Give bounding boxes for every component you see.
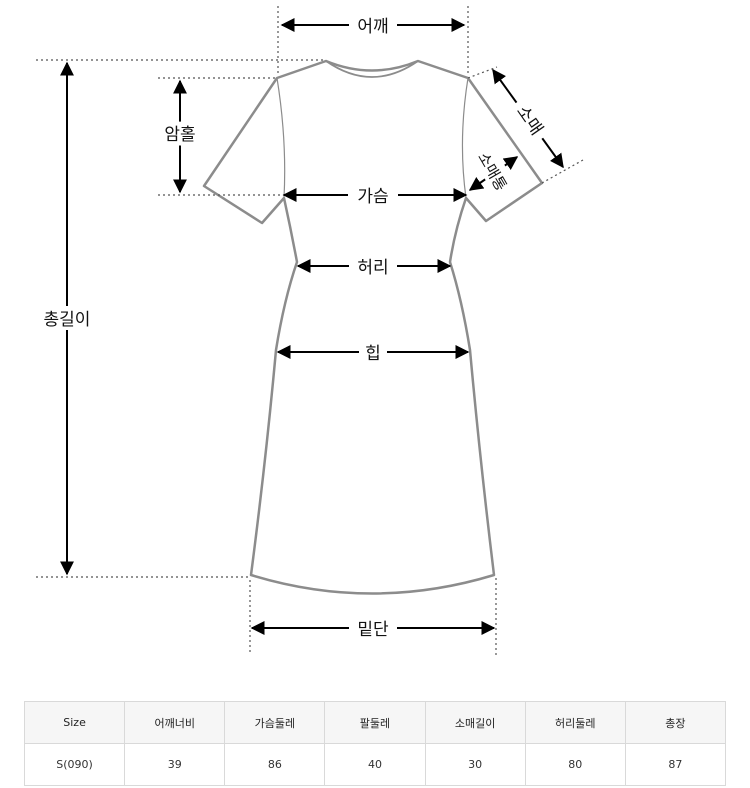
guide-lines bbox=[36, 6, 584, 655]
header-shoulder-width: 어깨너비 bbox=[124, 701, 226, 744]
header-chest: 가슴둘레 bbox=[224, 701, 326, 744]
header-size: Size bbox=[23, 701, 126, 744]
header-waist: 허리둘레 bbox=[524, 701, 626, 744]
header-sleeve-length: 소매길이 bbox=[424, 701, 526, 744]
cell-total-length: 87 bbox=[624, 743, 727, 786]
size-table: Size 어깨너비 가슴둘레 팔둘레 소매길이 허리둘레 총장 S(090) 3… bbox=[23, 701, 727, 786]
header-arm: 팔둘레 bbox=[324, 701, 426, 744]
cell-shoulder-width: 39 bbox=[124, 743, 226, 786]
measurement-labels: 어깨 총길이 암홀 소매 소매통 가슴 허리 힙 밑단 bbox=[32, 14, 554, 640]
label-hip: 힙 bbox=[365, 344, 381, 364]
dress-outline bbox=[202, 59, 544, 595]
cell-chest: 86 bbox=[224, 743, 326, 786]
label-total-length: 총길이 bbox=[44, 310, 91, 330]
label-waist: 허리 bbox=[357, 258, 388, 278]
label-armhole: 암홀 bbox=[164, 125, 195, 145]
cell-waist: 80 bbox=[524, 743, 626, 786]
label-chest: 가슴 bbox=[357, 187, 388, 207]
cell-arm: 40 bbox=[324, 743, 426, 786]
dress-measurement-diagram: 어깨 총길이 암홀 소매 소매통 가슴 허리 힙 밑단 bbox=[32, 6, 584, 655]
label-shoulder: 어깨 bbox=[357, 17, 388, 37]
label-hem: 밑단 bbox=[357, 620, 389, 640]
size-table-header-row: Size 어깨너비 가슴둘레 팔둘레 소매길이 허리둘레 총장 bbox=[23, 701, 727, 744]
table-row: S(090) 39 86 40 30 80 87 bbox=[23, 743, 727, 786]
cell-size: S(090) bbox=[23, 743, 126, 786]
cell-sleeve-length: 30 bbox=[424, 743, 526, 786]
header-total-length: 총장 bbox=[624, 701, 727, 744]
